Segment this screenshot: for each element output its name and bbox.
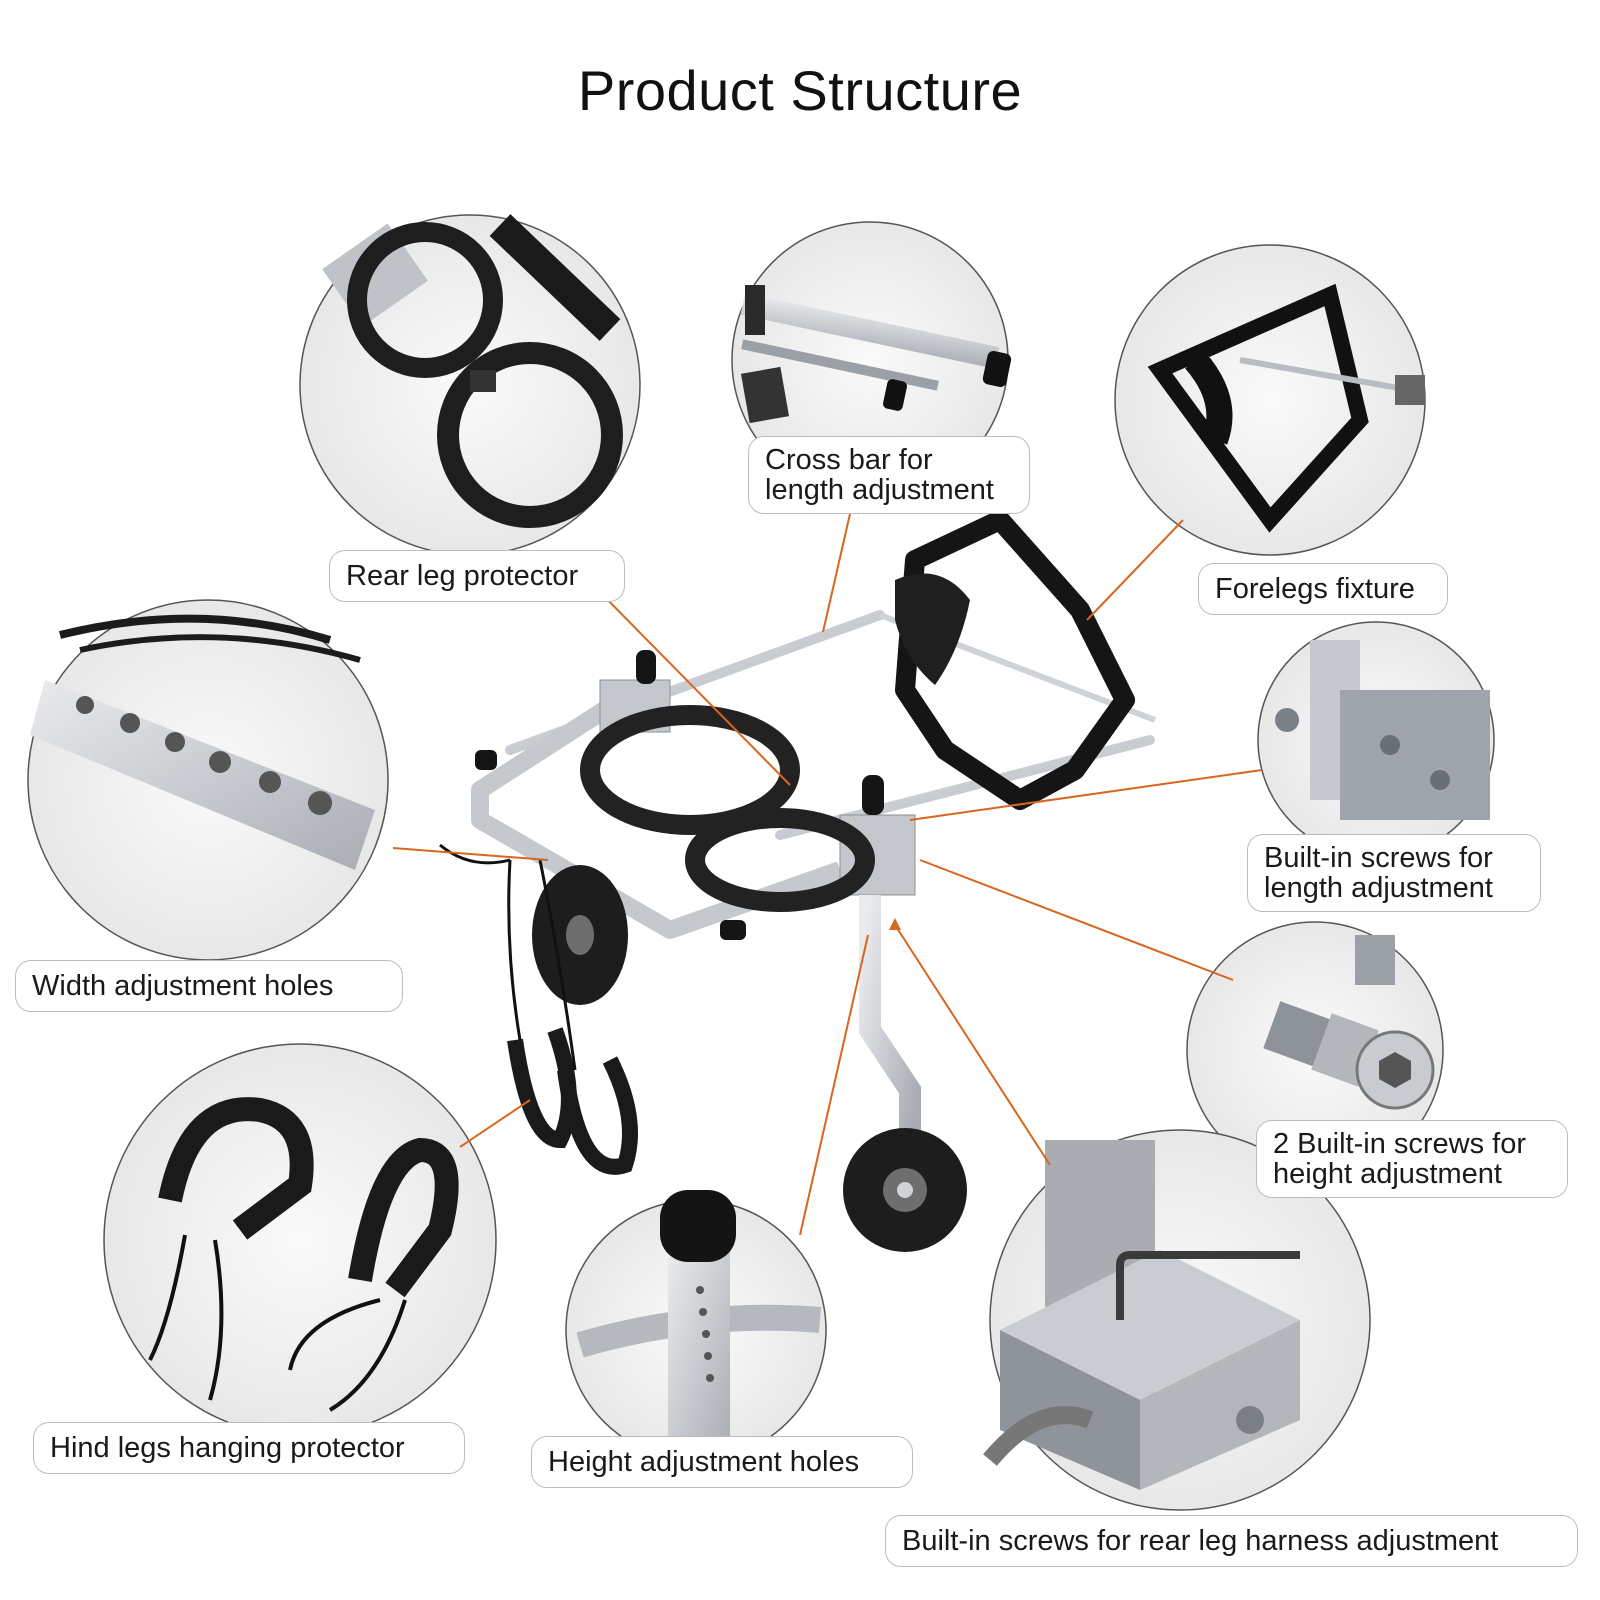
leader-line-cross-bar: [822, 491, 856, 633]
detail-circle-screws-height: [1186, 921, 1444, 1179]
leader-line-height-holes: [799, 934, 869, 1236]
label-screws-height: 2 Built-in screws for height adjustment: [1256, 1120, 1568, 1198]
leader-line-width-holes: [392, 847, 549, 861]
label-hind-legs: Hind legs hanging protector: [33, 1422, 465, 1474]
leader-lines: [392, 491, 1263, 1236]
page-title: Product Structure: [577, 59, 1023, 122]
label-cross-bar-line1: Cross bar for: [765, 444, 933, 476]
detail-circle-forelegs-fixture: [1114, 244, 1426, 556]
leader-line-screws-length: [909, 769, 1263, 821]
label-screws-length-line2: length adjustment: [1264, 872, 1493, 904]
leader-line-forelegs-fixture: [1086, 519, 1184, 621]
label-screws-rear: Built-in screws for rear leg harness adj…: [885, 1515, 1578, 1567]
label-screws-length-line1: Built-in screws for: [1264, 842, 1493, 874]
label-forelegs-fixture: Forelegs fixture: [1198, 563, 1448, 615]
label-cross-bar-line2: length adjustment: [765, 474, 994, 506]
label-screws-height-line2: height adjustment: [1273, 1158, 1502, 1190]
detail-circle-hind-legs: [103, 1043, 497, 1437]
detail-circle-rear-leg-protector: [299, 214, 641, 556]
label-screws-length: Built-in screws for length adjustment: [1247, 834, 1541, 912]
leader-line-screws-rear: [894, 924, 1051, 1166]
label-width-holes: Width adjustment holes: [15, 960, 403, 1012]
label-screws-height-line1: 2 Built-in screws for: [1273, 1128, 1527, 1160]
detail-circle-height-holes: [565, 1190, 827, 1461]
label-rear-leg-protector: Rear leg protector: [329, 550, 625, 602]
leader-line-hind-legs: [459, 1099, 531, 1148]
detail-circle-screws-length: [1257, 621, 1495, 859]
leader-line-rear-leg-protector: [587, 579, 791, 786]
leader-line-screws-height: [919, 859, 1234, 981]
detail-circle-screws-rear: [983, 1129, 1371, 1511]
arrow-tip-screws-rear: [889, 918, 901, 930]
wheelchair-illustration: [439, 510, 1157, 1252]
label-height-holes: Height adjustment holes: [531, 1436, 913, 1488]
label-cross-bar: Cross bar for length adjustment: [748, 436, 1030, 514]
detail-circle-width-holes: [27, 599, 389, 961]
